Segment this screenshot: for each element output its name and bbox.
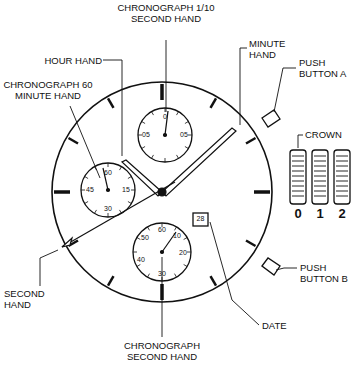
subdial-bottom	[133, 223, 191, 281]
push-button-a	[262, 110, 280, 127]
second-hand	[62, 182, 175, 247]
callout-label: CHRONOGRAPH 1/10 SECOND HAND	[115, 2, 217, 24]
dial-number: 50	[138, 234, 152, 242]
callout-label: CHRONOGRAPH 60 MINUTE HAND	[2, 79, 94, 101]
dial-number: 05	[140, 131, 152, 139]
dial-number: 05	[178, 131, 190, 139]
callout-label: SECOND HAND	[4, 288, 74, 310]
center-pin	[158, 188, 166, 196]
push-button-b	[262, 258, 280, 275]
dial-number: 10	[171, 232, 183, 240]
callout-label: PUSH BUTTON B	[300, 262, 362, 284]
crowns	[290, 150, 350, 204]
dial-number: 20	[176, 249, 190, 257]
dial-number: 60	[100, 169, 116, 177]
second-hand-tip	[62, 238, 72, 247]
minute-hand	[162, 128, 236, 196]
dial-number: 0	[159, 113, 171, 121]
subdial-left	[81, 163, 135, 217]
dial-number: 2	[334, 207, 350, 221]
dial-number: 1	[312, 207, 328, 221]
callout-label: CHRONOGRAPH SECOND HAND	[110, 340, 214, 362]
dial-number: 28	[193, 215, 208, 223]
callout-label: CROWN	[305, 129, 355, 140]
dial-number: 30	[101, 205, 115, 213]
date-window	[193, 213, 208, 226]
dial-number: 45	[83, 186, 97, 194]
dial-number: 0	[290, 207, 306, 221]
dial-number: 40	[134, 256, 148, 264]
dial-number: 60	[154, 226, 170, 234]
callout-label: MINUTE HAND	[249, 38, 297, 60]
dial-number: 30	[155, 270, 169, 278]
dial-number: 15	[119, 186, 133, 194]
subdial-top	[138, 108, 192, 162]
callout-label: DATE	[262, 320, 302, 331]
callout-label: PUSH BUTTON A	[299, 57, 361, 79]
callout-label: HOUR HAND	[36, 55, 102, 66]
